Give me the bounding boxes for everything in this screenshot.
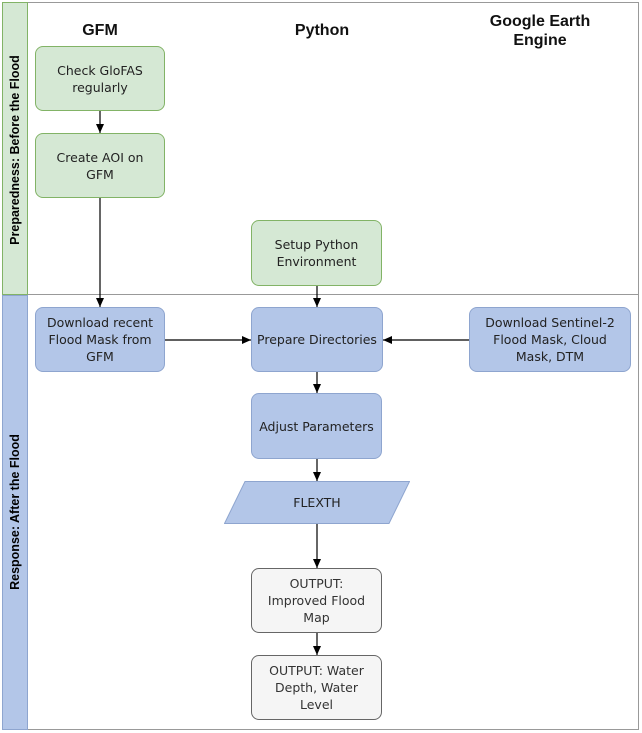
node-check-glofas: Check GloFAS regularly	[35, 46, 165, 111]
node-adjust-parameters: Adjust Parameters	[251, 393, 382, 459]
column-header-google-earth-engine: Google Earth Engine	[489, 13, 591, 49]
lane-body-before	[28, 2, 639, 295]
lane-body-after	[28, 295, 639, 730]
node-output-water-depth: OUTPUT: Water Depth, Water Level	[251, 655, 382, 720]
node-prepare-directories: Prepare Directories	[251, 307, 383, 372]
node-flexth-label: FLEXTH	[293, 495, 341, 510]
lane-band-before	[2, 2, 28, 295]
parallelogram-shape	[224, 481, 410, 524]
node-flexth: FLEXTH	[224, 481, 410, 524]
node-download-flood-mask: Download recent Flood Mask from GFM	[35, 307, 165, 372]
column-header-gfm: GFM	[82, 22, 118, 39]
node-output-flood-map: OUTPUT: Improved Flood Map	[251, 568, 382, 633]
column-header-python: Python	[294, 22, 350, 39]
node-setup-python: Setup Python Environment	[251, 220, 382, 286]
node-create-aoi: Create AOI on GFM	[35, 133, 165, 198]
node-download-sentinel: Download Sentinel-2 Flood Mask, Cloud Ma…	[469, 307, 631, 372]
lane-band-after	[2, 295, 28, 730]
